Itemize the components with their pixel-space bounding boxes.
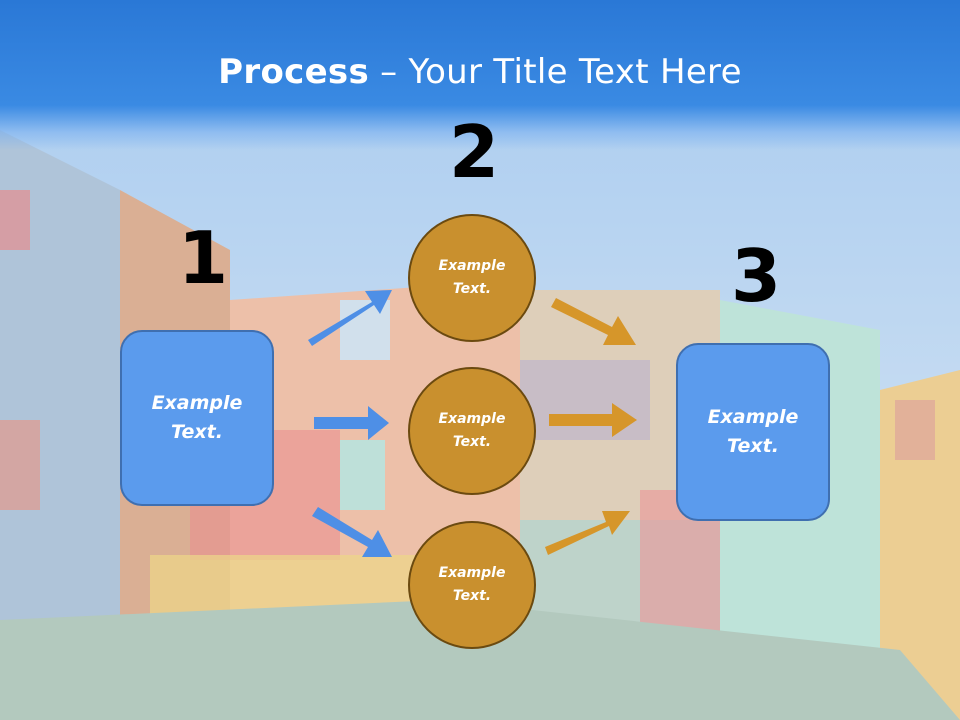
blue-arrow-right [314,406,389,440]
blue-arrow-down [312,507,392,557]
circle-bottom-line2: Text. [452,588,492,604]
gold-arrow-right [549,403,637,437]
gold-arrow-down [551,298,636,345]
circle-bottom: Example Text. [408,521,536,649]
title-bar [0,0,960,150]
right-box-line1: Example [707,406,799,428]
blue-arrow-up [308,290,392,346]
circle-top-line2: Text. [452,281,492,297]
right-box-line2: Text. [727,435,779,457]
right-box-text: Example Text. [708,403,799,461]
circle-top: Example Text. [408,214,536,342]
right-box: Example Text. [676,343,830,521]
left-box-line2: Text. [171,421,223,443]
circle-bottom-line1: Example [438,565,506,581]
left-box: Example Text. [120,330,274,506]
circle-top-line1: Example [438,258,506,274]
circle-middle-line1: Example [438,411,506,427]
step-number-1: 1 [178,216,229,300]
slide-title: Process – Your Title Text Here [0,52,960,92]
circle-middle-line2: Text. [452,434,492,450]
gold-arrow-up [545,511,630,555]
left-box-text: Example Text. [152,389,243,447]
left-box-line1: Example [151,392,243,414]
circle-middle: Example Text. [408,367,536,495]
step-number-3: 3 [731,234,782,318]
step-number-2: 2 [449,110,500,194]
title-rest: – Your Title Text Here [369,52,742,92]
title-bold: Process [218,52,370,92]
